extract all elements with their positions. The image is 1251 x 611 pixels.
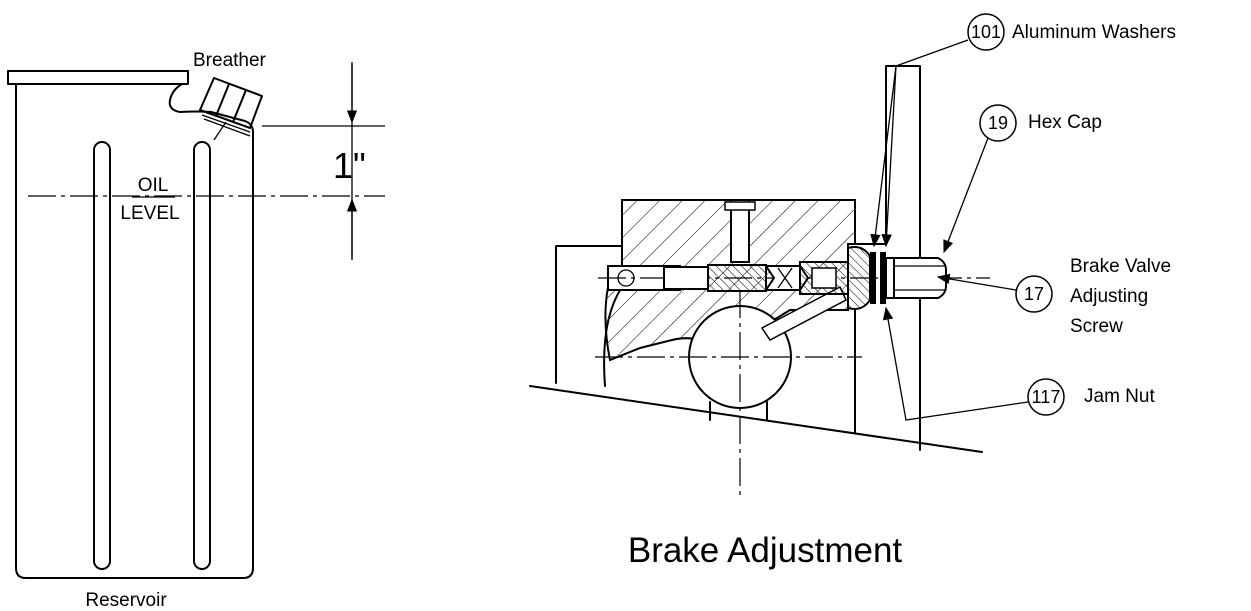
callout-19: 19 Hex Cap xyxy=(943,104,1102,254)
callout-17-text-line3: Screw xyxy=(1070,316,1123,337)
sight-slot-left xyxy=(93,141,111,570)
reservoir-lid xyxy=(7,70,189,85)
callout-117-number: 117 xyxy=(1032,387,1061,407)
callout-19-number: 19 xyxy=(988,113,1008,133)
valve-spool xyxy=(598,261,990,295)
reservoir-diagram: OIL LEVEL Breather 1" Reservoir xyxy=(7,50,385,611)
callout-19-bubble xyxy=(979,104,1017,142)
oil-label: OIL xyxy=(138,175,169,196)
callout-17-text-line2: Adjusting xyxy=(1070,286,1148,307)
callout-17-text-line1: Brake Valve xyxy=(1070,256,1171,277)
brake-adjustment-diagram: 101 Aluminum Washers 19 Hex Cap 17 Brake… xyxy=(529,13,1176,570)
reservoir-label: Reservoir xyxy=(85,590,167,611)
breather-label: Breather xyxy=(193,50,267,71)
callout-117-text: Jam Nut xyxy=(1084,386,1155,407)
callout-19-text: Hex Cap xyxy=(1028,112,1102,133)
callout-117: 117 Jam Nut xyxy=(882,306,1155,421)
callout-101-text: Aluminum Washers xyxy=(1012,22,1176,43)
callout-101-number: 101 xyxy=(971,22,1001,42)
callout-117-bubble xyxy=(1027,378,1065,416)
callout-101-bubble xyxy=(967,13,1005,51)
level-label: LEVEL xyxy=(120,203,179,224)
jam-nut-assembly xyxy=(847,246,895,310)
hex-cap xyxy=(893,257,947,299)
base-line xyxy=(529,385,983,453)
dimension-label: 1" xyxy=(333,145,366,186)
brake-adjustment-title: Brake Adjustment xyxy=(628,531,903,570)
breather-cap xyxy=(199,77,263,137)
callout-17-bubble xyxy=(1015,275,1053,313)
sight-slot-right xyxy=(193,141,211,570)
callout-101: 101 Aluminum Washers xyxy=(870,13,1176,248)
callout-17-number: 17 xyxy=(1024,284,1044,304)
callout-17: 17 Brake Valve Adjusting Screw xyxy=(936,256,1171,337)
reservoir-body xyxy=(15,83,254,579)
